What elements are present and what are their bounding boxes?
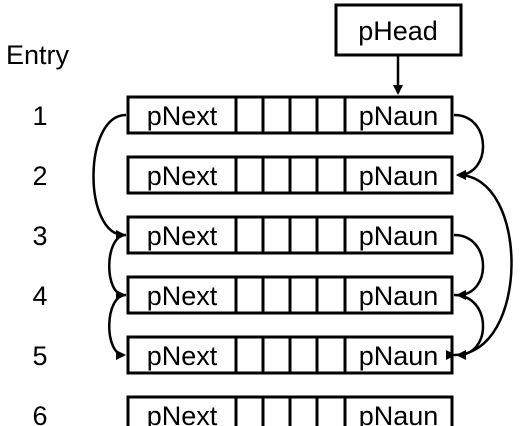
link-arrow-next-2 (108, 233, 127, 300)
entry-number: 3 (32, 221, 47, 251)
pnext-field-label: pNext (147, 401, 218, 426)
pnaun-field-label: pNaun (359, 401, 439, 426)
entry-row-1: 1 pNext pNaun (32, 95, 454, 135)
pnext-field-label: pNext (147, 221, 218, 251)
entry-header-label: Entry (6, 40, 70, 70)
link-arrow-naun-back-7 (445, 170, 513, 361)
entry-rows: 1 pNext pNaun 2 pNext pNaun 3 pNext pNaun 4 pNext p… (32, 95, 454, 426)
entry-row-4: 4 pNext pNaun (32, 275, 454, 315)
pnaun-field-label: pNaun (359, 101, 439, 131)
entry-number: 4 (32, 281, 47, 311)
pnaun-field-label: pNaun (359, 341, 439, 371)
entry-number: 6 (32, 401, 47, 426)
pnext-field-label: pNext (147, 101, 218, 131)
entry-row-3: 3 pNext pNaun (32, 215, 454, 255)
head-pointer-box: pHead (334, 3, 463, 57)
entry-row-5: 5 pNext pNaun (32, 335, 454, 375)
entry-row-6: 6 pNext pNaun (32, 395, 454, 426)
entry-number: 2 (32, 161, 47, 191)
link-arrow-naun-4 (453, 113, 485, 180)
entry-number: 5 (32, 341, 47, 371)
pnaun-field-label: pNaun (359, 221, 439, 251)
pnaun-field-label: pNaun (359, 161, 439, 191)
link-arrow-next-3 (108, 293, 127, 360)
pnaun-field-label: pNaun (359, 281, 439, 311)
head-pointer-label: pHead (358, 16, 438, 46)
pnext-field-label: pNext (147, 161, 218, 191)
pointer-links (92, 55, 513, 361)
entry-row-2: 2 pNext pNaun (32, 155, 454, 195)
pnext-field-label: pNext (147, 281, 218, 311)
entry-number: 1 (32, 101, 47, 131)
pnext-field-label: pNext (147, 341, 218, 371)
link-arrow-next-1 (92, 113, 127, 240)
link-arrow-naun-5 (453, 233, 485, 300)
link-arrow-naun-6 (453, 293, 485, 360)
